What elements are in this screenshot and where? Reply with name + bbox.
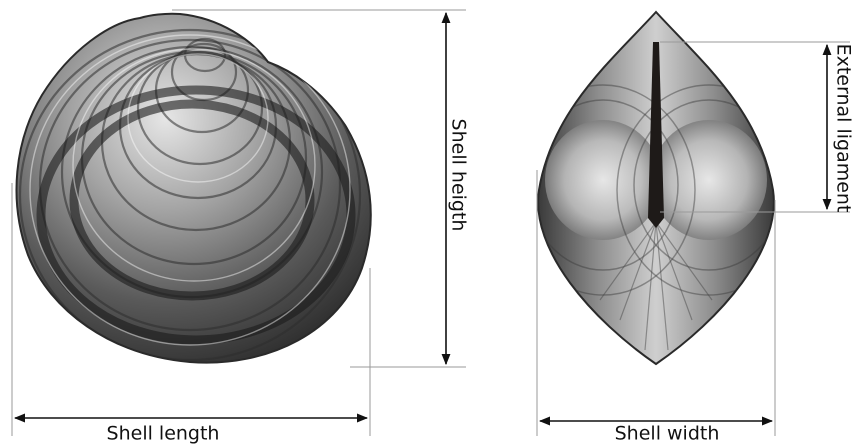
shell-front-lobe-left bbox=[545, 120, 661, 240]
shell-width-label: Shell width bbox=[615, 425, 720, 444]
shell-front-view bbox=[511, 12, 801, 364]
shell-height-label: Shell heigth bbox=[449, 119, 468, 232]
shell-length-label: Shell length bbox=[107, 425, 220, 444]
shell-side-view bbox=[17, 14, 371, 363]
shell-front-lobe-right bbox=[651, 120, 767, 240]
external-ligament-label: External ligament bbox=[834, 44, 853, 213]
